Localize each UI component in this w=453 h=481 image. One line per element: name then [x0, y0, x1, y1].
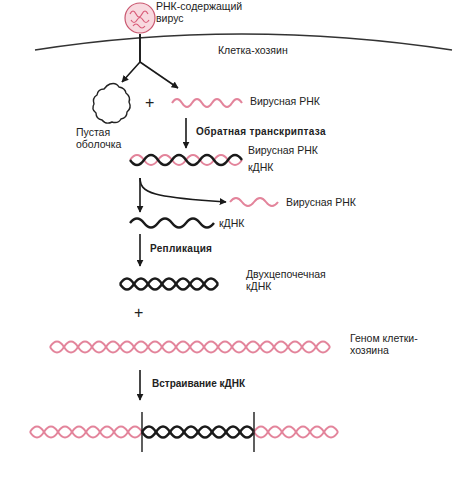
step-arrow: [140, 34, 178, 88]
stage-node: Вирусная РНК: [168, 88, 328, 118]
stage-node: Вирусная РНКкДНК: [128, 148, 320, 178]
stage-node: Геном клетки-хозяина: [48, 330, 440, 364]
connector-layer: [122, 34, 226, 266]
insertion-border: [253, 412, 254, 452]
step-label: Обратная транскриптаза: [196, 126, 326, 137]
step-arrow: [140, 178, 226, 202]
virus-particle: [125, 3, 155, 33]
stage-label: кДНК: [219, 217, 249, 229]
rna-strand: [230, 198, 278, 206]
rna-strand: [130, 155, 242, 165]
stage-node: Вирусная РНК: [226, 190, 376, 214]
stage-node: РНК-содержащий вирус: [122, 0, 272, 34]
cdna-strand: [142, 427, 254, 438]
virus-rna-coil: [130, 11, 149, 28]
cdna-strand: [130, 219, 214, 228]
stage-label: Вирусная РНК: [250, 95, 328, 107]
stage-label: Вирусная РНК: [286, 196, 372, 208]
cdna-strand: [142, 427, 254, 438]
empty-envelope: [93, 83, 130, 123]
plus-sign: +: [145, 94, 154, 112]
stage-label: Геном клетки-хозяина: [350, 332, 438, 356]
stage-node: Двухцепочечная кДНК: [118, 266, 328, 300]
genome-strand: [50, 342, 330, 353]
genome-strand: [254, 427, 338, 438]
cdna-strand: [120, 279, 218, 290]
stage-label: Двухцепочечная кДНК: [246, 268, 328, 292]
annotation-label: Встраивание кДНК: [152, 378, 245, 390]
step-arrow: [122, 34, 140, 82]
stage-label: РНК-содержащий вирус: [156, 0, 248, 24]
stage-node: кДНК: [128, 212, 248, 234]
genome-strand: [30, 427, 142, 438]
genome-strand: [50, 342, 330, 353]
cdna-strand: [130, 155, 242, 165]
cdna-strand: [120, 279, 218, 290]
annotation-label: Клетка-хозяин: [218, 44, 288, 56]
stage-label: Пустая оболочка: [76, 126, 136, 150]
step-arrow: [139, 234, 141, 266]
stage-node: Пустая оболочка: [74, 82, 138, 152]
step-label: Репликация: [150, 243, 212, 254]
step-arrow: [185, 118, 187, 148]
rna-strand: [172, 99, 242, 107]
genome-strand: [254, 427, 338, 438]
plus-sign: +: [134, 304, 143, 322]
stage-label: кДНК: [248, 161, 298, 173]
insertion-border: [141, 412, 142, 452]
genome-strand: [30, 427, 142, 438]
integration-arrow: [139, 370, 141, 400]
step-arrow: [139, 178, 141, 212]
stage-label: Вирусная РНК: [248, 144, 320, 156]
